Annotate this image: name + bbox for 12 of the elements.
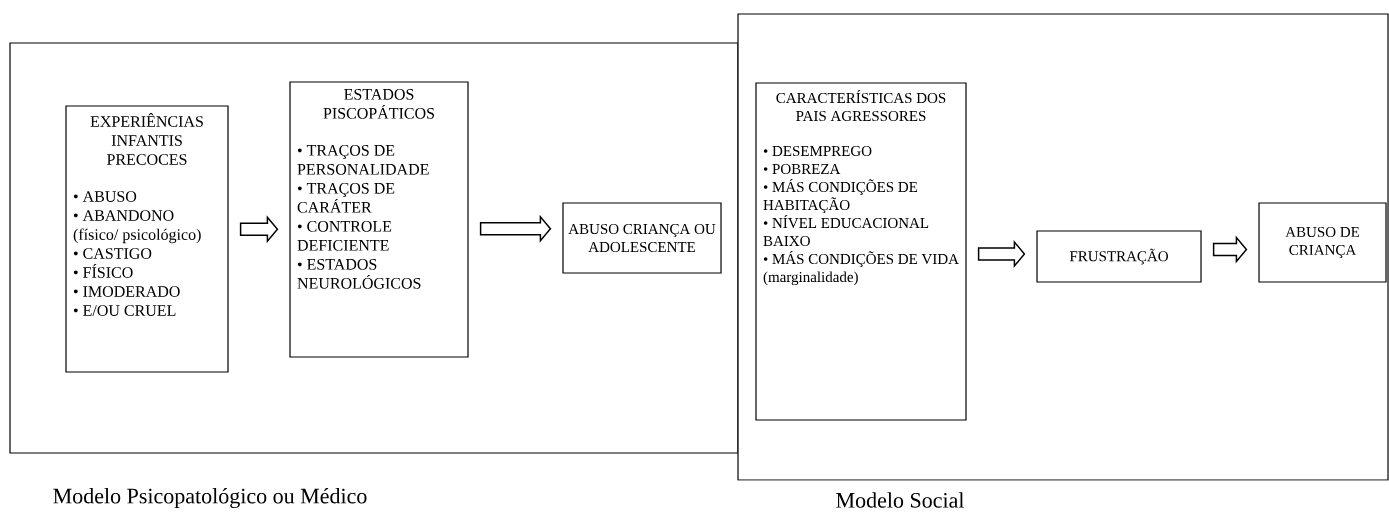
block-arrow — [1212, 235, 1248, 264]
block-arrow — [479, 214, 552, 243]
process-box: ABUSO CRIANÇA OU ADOLESCENTE — [562, 202, 722, 274]
panel-caption: Modelo Psicopatológico ou Médico — [53, 487, 367, 509]
process-box: FRUSTRAÇÃO — [1036, 230, 1202, 283]
list-box: EXPERIÊNCIAS INFANTIS PRECOCES • ABUSO • ABANDONO (físico/ psicológico) • CASTIGO • FÍSICO • IMODERADO • E/OU CRUEL — [65, 105, 229, 373]
block-arrow — [239, 215, 279, 244]
panel-caption: Modelo Social — [836, 492, 965, 508]
block-arrow — [977, 239, 1026, 269]
process-box: ABUSO DE CRIANÇA — [1258, 202, 1387, 283]
list-box: ESTADOS PISCOPÁTICOS • TRAÇOS DE PERSONALIDADE • TRAÇOS DE CARÁTER • CONTROLE DEFICIENTE • ESTADOS NEUROLÓGICOS — [289, 81, 469, 358]
list-box: CARACTERÍSTICAS DOS PAIS AGRESSORES • DESEMPREGO • POBREZA • MÁS CONDIÇÕES DE HABITAÇÃO • NÍVEL EDUCACIONAL BAIXO • MÁS CONDIÇÕES DE VIDA (marginalidade) — [755, 82, 967, 421]
